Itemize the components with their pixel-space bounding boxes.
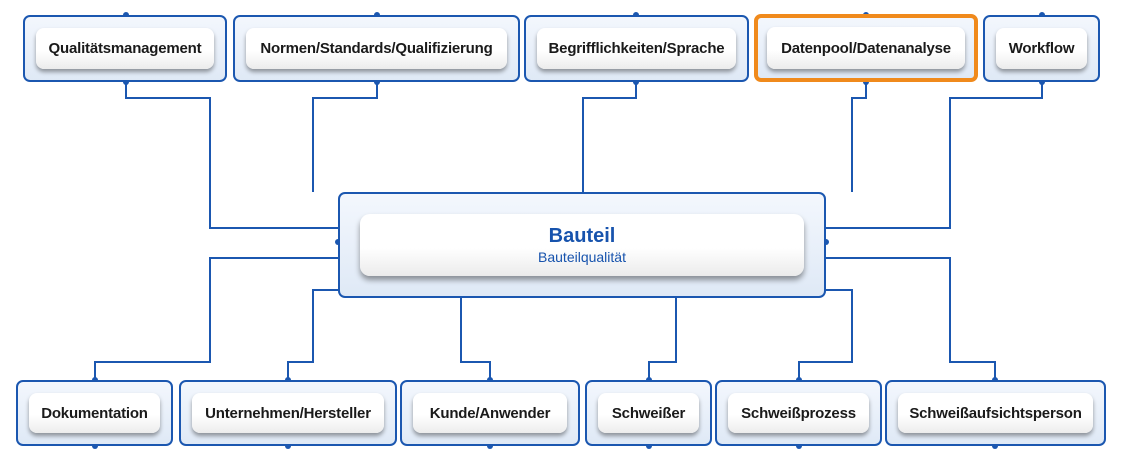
bauteil-subtitle: Bauteilqualität [538,249,626,265]
node-schweisser: Schweißer [585,380,712,446]
connector-aufsicht [826,257,996,380]
node-label: Datenpool/Datenanalyse [767,27,965,69]
node-dokumentation: Dokumentation [16,380,173,446]
connector-datenpool [851,82,867,192]
connector-qualitaetsmanagement [125,82,338,229]
connector-dokumentation [94,257,338,380]
node-schweissaufsichtsperson: Schweißaufsichtsperson [885,380,1106,446]
connector-normen [312,82,378,192]
node-unternehmen: Unternehmen/Hersteller [179,380,397,446]
connector-begrifflichkeiten [582,82,637,192]
node-label: Unternehmen/Hersteller [192,393,384,433]
node-label: Schweißprozess [728,393,869,433]
node-kunde: Kunde/Anwender [400,380,580,446]
node-label: Kunde/Anwender [413,393,567,433]
bauteil-card: Bauteil Bauteilqualität [360,214,804,276]
connector-schweisser [648,298,677,380]
node-label: Begrifflichkeiten/Sprache [537,28,736,69]
node-begrifflichkeiten: Begrifflichkeiten/Sprache [524,15,749,82]
connector-schweissprozess [798,289,853,380]
connector-kunde [460,298,491,380]
node-schweissprozess: Schweißprozess [715,380,882,446]
node-label: Schweißer [598,393,699,433]
node-workflow: Workflow [983,15,1100,82]
connector-workflow [826,82,1043,229]
node-label: Normen/Standards/Qualifizierung [246,28,507,69]
node-label: Schweißaufsichtsperson [898,393,1093,433]
node-normen-standards: Normen/Standards/Qualifizierung [233,15,520,82]
bauteil-title: Bauteil [548,225,616,247]
node-bauteil: Bauteil Bauteilqualität [338,192,826,298]
node-datenpool: Datenpool/Datenanalyse [754,14,978,82]
connector-unternehmen [287,289,338,380]
node-qualitaetsmanagement: Qualitätsmanagement [23,15,227,82]
node-label: Dokumentation [29,393,160,433]
node-label: Workflow [996,28,1087,69]
node-label: Qualitätsmanagement [36,28,214,69]
